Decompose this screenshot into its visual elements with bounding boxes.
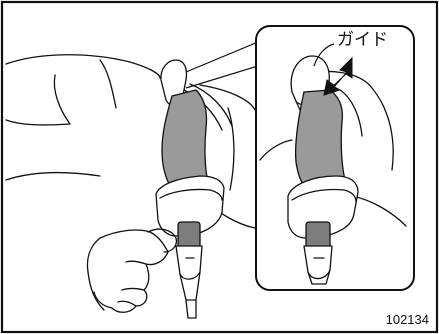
figure-number: 102134 [386,313,429,326]
callout-lines [186,42,258,88]
main-scene [6,55,255,318]
hand [94,230,168,312]
guide-label: ガイド [337,32,388,49]
inset-belt-webbing [296,90,346,188]
